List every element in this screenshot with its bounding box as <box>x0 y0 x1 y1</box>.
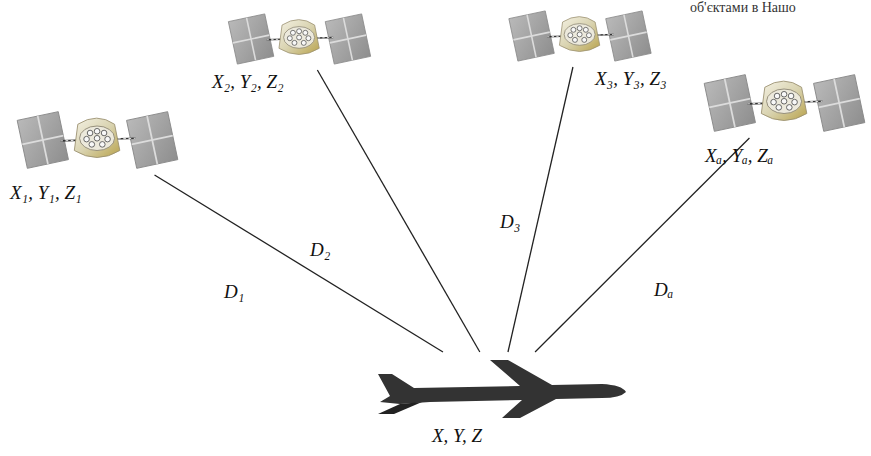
distance-label: D₃ <box>498 212 522 233</box>
satellite-icon <box>212 8 387 70</box>
satellite: X₃, Y₃, Z₃ <box>500 5 660 67</box>
range-line <box>535 138 749 352</box>
page-text: об'єктами в Нашо <box>690 0 796 15</box>
distance-label: Dₐ <box>652 280 675 301</box>
range-line <box>155 175 443 352</box>
satellite-icon <box>5 105 190 175</box>
airplane-icon <box>370 352 630 422</box>
range-line <box>317 70 479 352</box>
satellite: Xₐ, Yₐ, Zₐ <box>702 68 867 138</box>
coordinate-label: X₂, Y₂, Z₂ <box>212 72 284 93</box>
coordinate-label: X₃, Y₃, Z₃ <box>595 69 667 90</box>
range-line <box>508 67 573 352</box>
satellite-icon <box>500 5 660 67</box>
coordinate-label: X, Y, Z <box>432 426 482 447</box>
airplane: X, Y, Z <box>370 352 630 422</box>
satellite-icon <box>702 68 867 138</box>
coordinate-label: X₁, Y₁, Z₁ <box>10 183 82 204</box>
satellite: X₂, Y₂, Z₂ <box>212 8 387 70</box>
distance-label: D₁ <box>222 282 246 303</box>
coordinate-label: Xₐ, Yₐ, Zₐ <box>705 146 773 167</box>
distance-label: D₂ <box>308 240 332 261</box>
satellite: X₁, Y₁, Z₁ <box>5 105 190 175</box>
